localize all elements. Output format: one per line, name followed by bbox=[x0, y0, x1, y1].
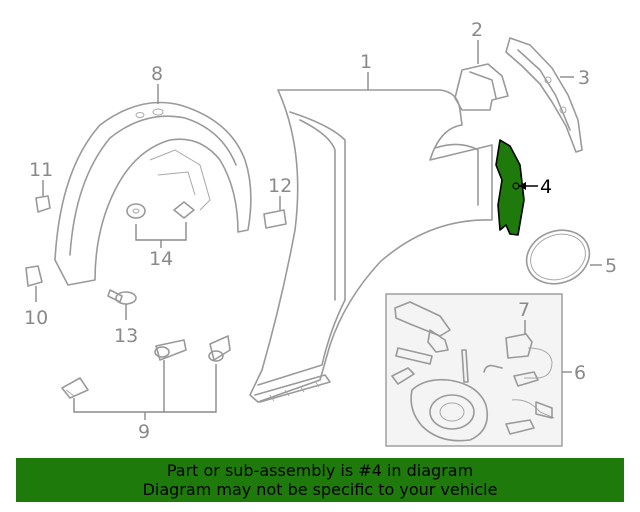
callout-1: 1 bbox=[360, 51, 372, 73]
callout-5: 5 bbox=[605, 255, 617, 277]
callout-6: 6 bbox=[574, 362, 586, 384]
highlighted-part-4 bbox=[495, 139, 525, 236]
clips-part-14 bbox=[126, 201, 195, 219]
callout-13: 13 bbox=[114, 325, 138, 347]
wheelhouse-liner-part-8 bbox=[54, 101, 252, 286]
callout-4: 4 bbox=[540, 176, 552, 198]
leader-line-9 bbox=[73, 364, 217, 413]
banner-line-part: Part or sub-assembly is #4 in diagram bbox=[166, 461, 474, 480]
callout-11: 11 bbox=[29, 159, 53, 181]
callout-12: 12 bbox=[268, 175, 292, 197]
leader-arrow-4 bbox=[519, 182, 526, 190]
clip-part-10 bbox=[25, 265, 43, 287]
banner-line-disclaimer: Diagram may not be specific to your vehi… bbox=[142, 480, 498, 499]
callout-7: 7 bbox=[518, 299, 530, 321]
leader-line-14 bbox=[135, 222, 187, 241]
callout-3: 3 bbox=[578, 67, 590, 89]
callout-14: 14 bbox=[149, 248, 173, 270]
sub-assembly-6-parts bbox=[391, 301, 555, 442]
disclaimer-banner: Part or sub-assembly is #4 in diagram Di… bbox=[16, 458, 624, 502]
fuel-door-part-5 bbox=[525, 229, 591, 285]
bracket-part-3 bbox=[505, 37, 583, 153]
push-pin-part-13 bbox=[107, 289, 137, 305]
callout-9: 9 bbox=[138, 421, 150, 443]
fasteners-part-9 bbox=[61, 335, 231, 399]
quarter-panel bbox=[249, 89, 493, 403]
callout-10: 10 bbox=[24, 307, 48, 329]
bracket-part-2 bbox=[454, 63, 509, 111]
clip-part-12 bbox=[263, 209, 287, 229]
callout-2: 2 bbox=[471, 19, 483, 41]
callout-8: 8 bbox=[151, 63, 163, 85]
sub-assembly-box-6 bbox=[385, 293, 563, 447]
clip-part-11 bbox=[35, 195, 51, 213]
